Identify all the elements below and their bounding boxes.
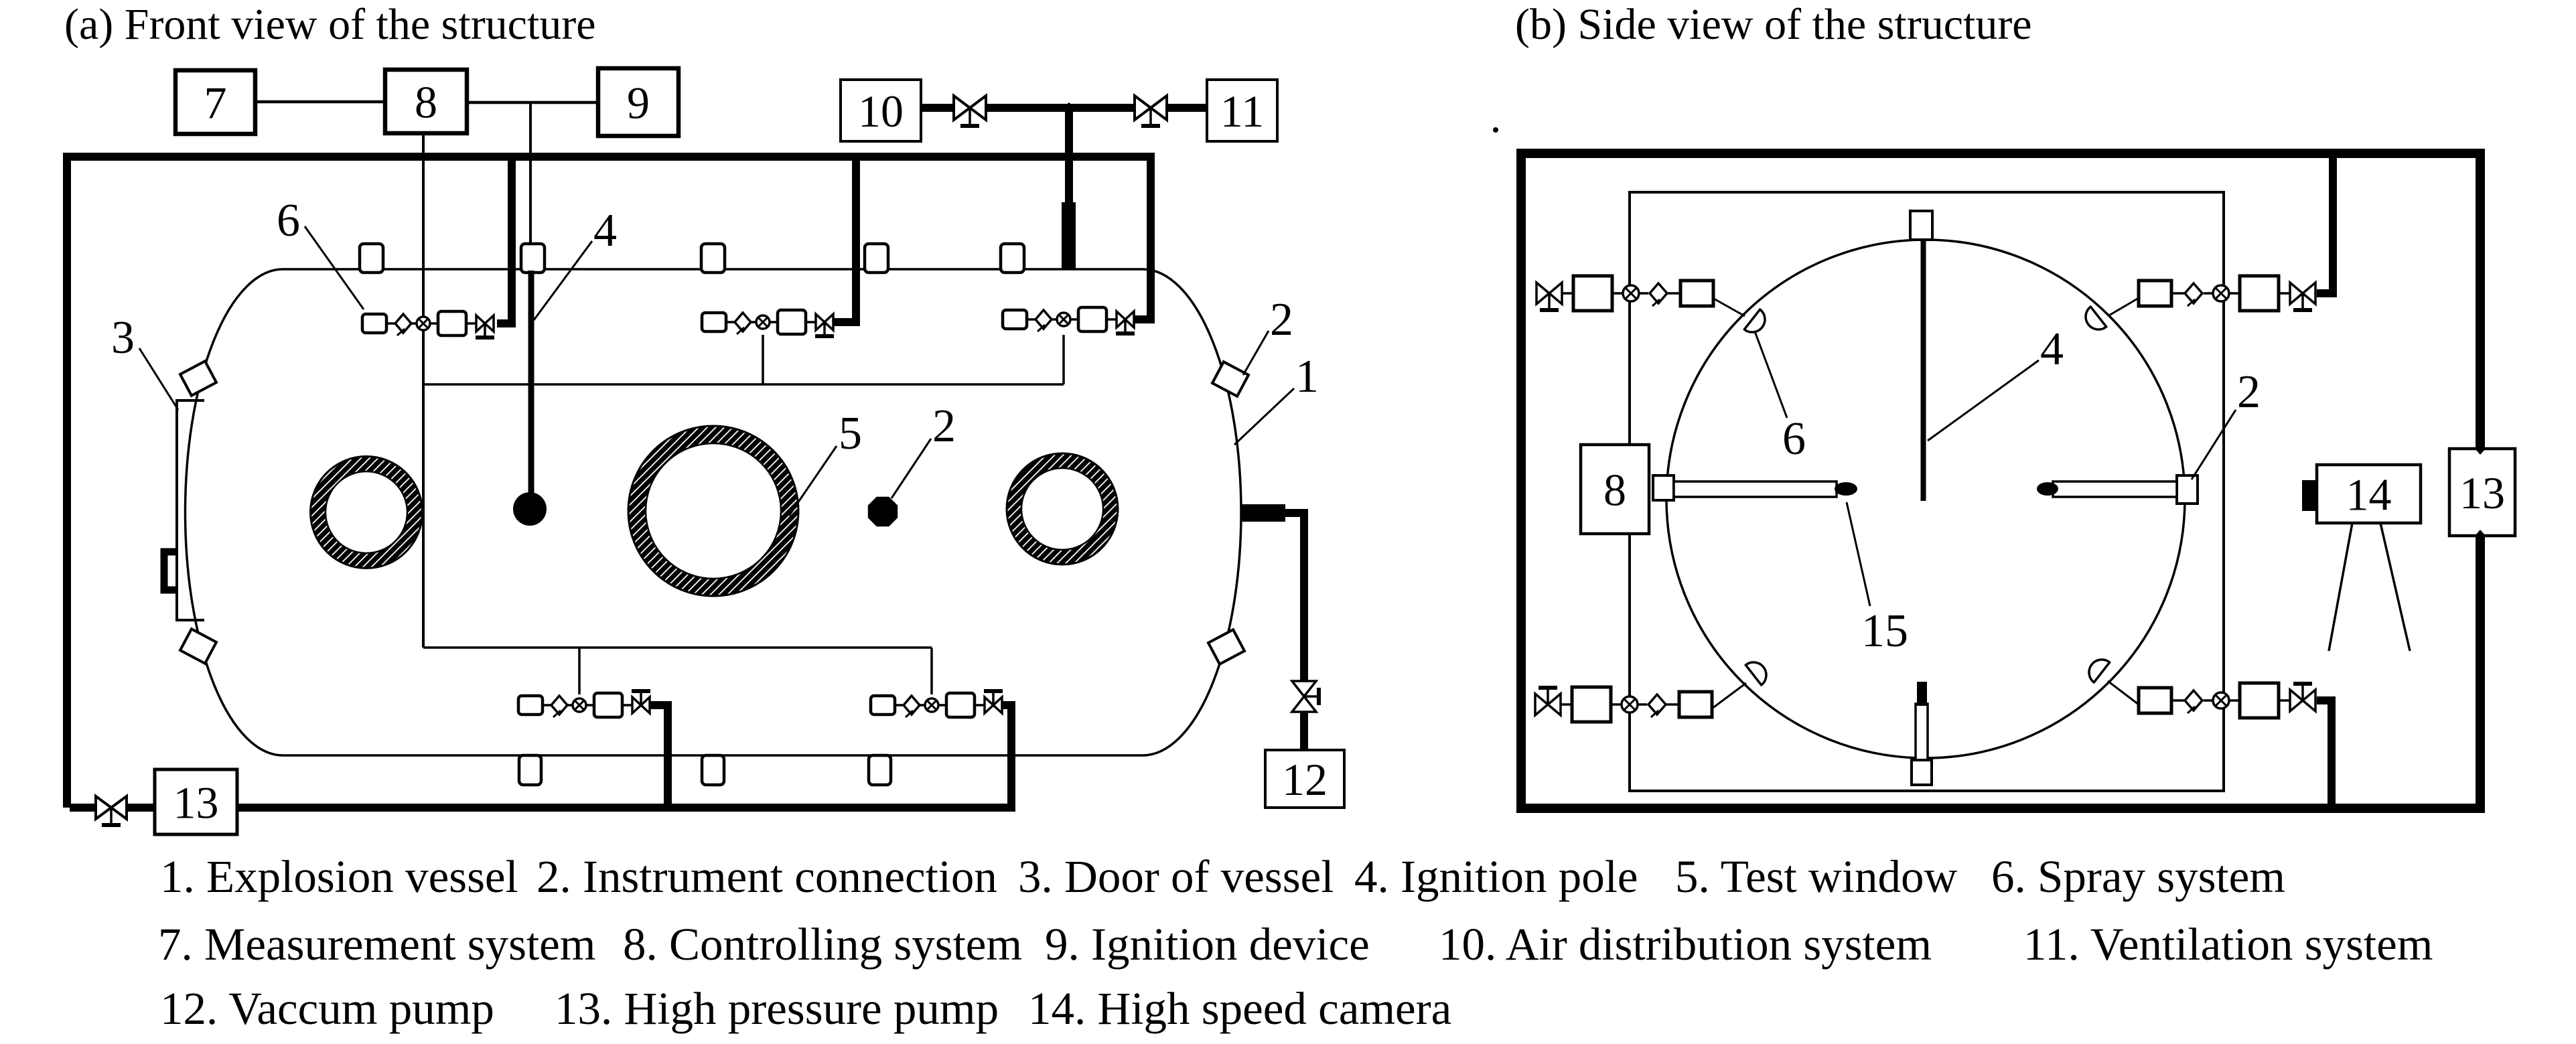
- svg-text:2: 2: [932, 400, 956, 452]
- svg-text:7. Measurement system: 7. Measurement system: [158, 919, 595, 970]
- svg-text:2. Instrument connection: 2. Instrument connection: [536, 851, 997, 902]
- svg-text:12: 12: [1282, 754, 1328, 805]
- svg-text:1: 1: [1295, 351, 1319, 402]
- svg-text:8: 8: [1603, 465, 1626, 516]
- svg-text:8. Controlling system: 8. Controlling system: [623, 919, 1022, 970]
- svg-text:7: 7: [204, 78, 227, 129]
- svg-text:1. Explosion vessel: 1. Explosion vessel: [160, 851, 518, 902]
- svg-text:6. Spray system: 6. Spray system: [1991, 851, 2285, 902]
- svg-text:8: 8: [415, 77, 437, 128]
- svg-text:11. Ventilation system: 11. Ventilation system: [2023, 919, 2433, 970]
- svg-text:(b) Side view of the structure: (b) Side view of the structure: [1515, 0, 2032, 49]
- svg-text:4. Ignition pole: 4. Ignition pole: [1354, 851, 1638, 902]
- svg-text:6: 6: [1782, 413, 1806, 465]
- svg-text:11: 11: [1220, 86, 1264, 137]
- svg-text:13: 13: [2459, 467, 2505, 518]
- svg-text:(a) Front view of the structur: (a) Front view of the structure: [64, 0, 596, 49]
- svg-text:5. Test window: 5. Test window: [1675, 851, 1957, 902]
- svg-text:14: 14: [2346, 469, 2392, 520]
- svg-text:6: 6: [277, 195, 300, 246]
- svg-text:9: 9: [627, 78, 650, 129]
- svg-text:4: 4: [2040, 323, 2064, 375]
- svg-text:10: 10: [858, 86, 904, 137]
- svg-text:3. Door of vessel: 3. Door of vessel: [1018, 851, 1334, 902]
- svg-text:4: 4: [593, 205, 617, 256]
- svg-text:3: 3: [111, 312, 135, 364]
- svg-text:12. Vaccum pump: 12. Vaccum pump: [160, 983, 494, 1034]
- svg-text:9. Ignition device: 9. Ignition device: [1045, 919, 1370, 970]
- svg-text:13. High pressure pump: 13. High pressure pump: [555, 983, 999, 1034]
- svg-text:5: 5: [839, 408, 862, 459]
- svg-text:2: 2: [1270, 294, 1293, 346]
- svg-text:14. High speed camera: 14. High speed camera: [1028, 983, 1451, 1034]
- svg-text:10. Air distribution system: 10. Air distribution system: [1439, 919, 1932, 970]
- svg-text:13: 13: [173, 777, 219, 828]
- svg-text:15: 15: [1861, 605, 1908, 657]
- svg-text:2: 2: [2237, 366, 2261, 418]
